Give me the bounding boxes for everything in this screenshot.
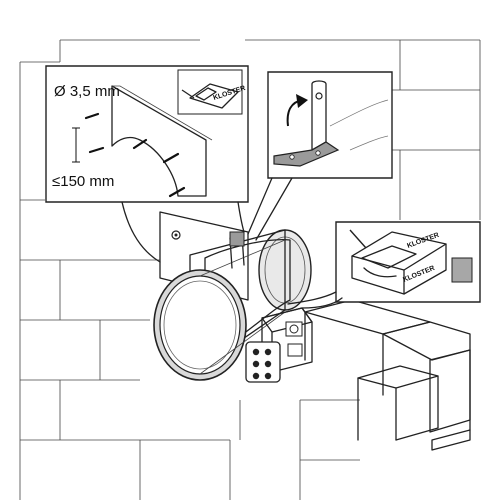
callout-bracket xyxy=(247,71,393,241)
screw-spacing-label: ≤150 mm xyxy=(52,173,114,190)
fire-damper xyxy=(153,229,312,381)
actuator-box xyxy=(245,307,313,383)
drill-diameter-label: Ø 3,5 mm xyxy=(54,83,120,100)
mounting-plate xyxy=(159,211,249,301)
callout-wall-fixing: Ø 3,5 mm ≤150 mm KLOSTER xyxy=(45,65,249,263)
sealant-tube-icon: KLOSTER xyxy=(177,69,246,115)
masonry-wall xyxy=(19,39,481,500)
color-swatch xyxy=(451,257,473,283)
wall-blocks-right xyxy=(304,299,471,451)
callout-sealant: KLOSTER KLOSTER xyxy=(287,221,481,309)
